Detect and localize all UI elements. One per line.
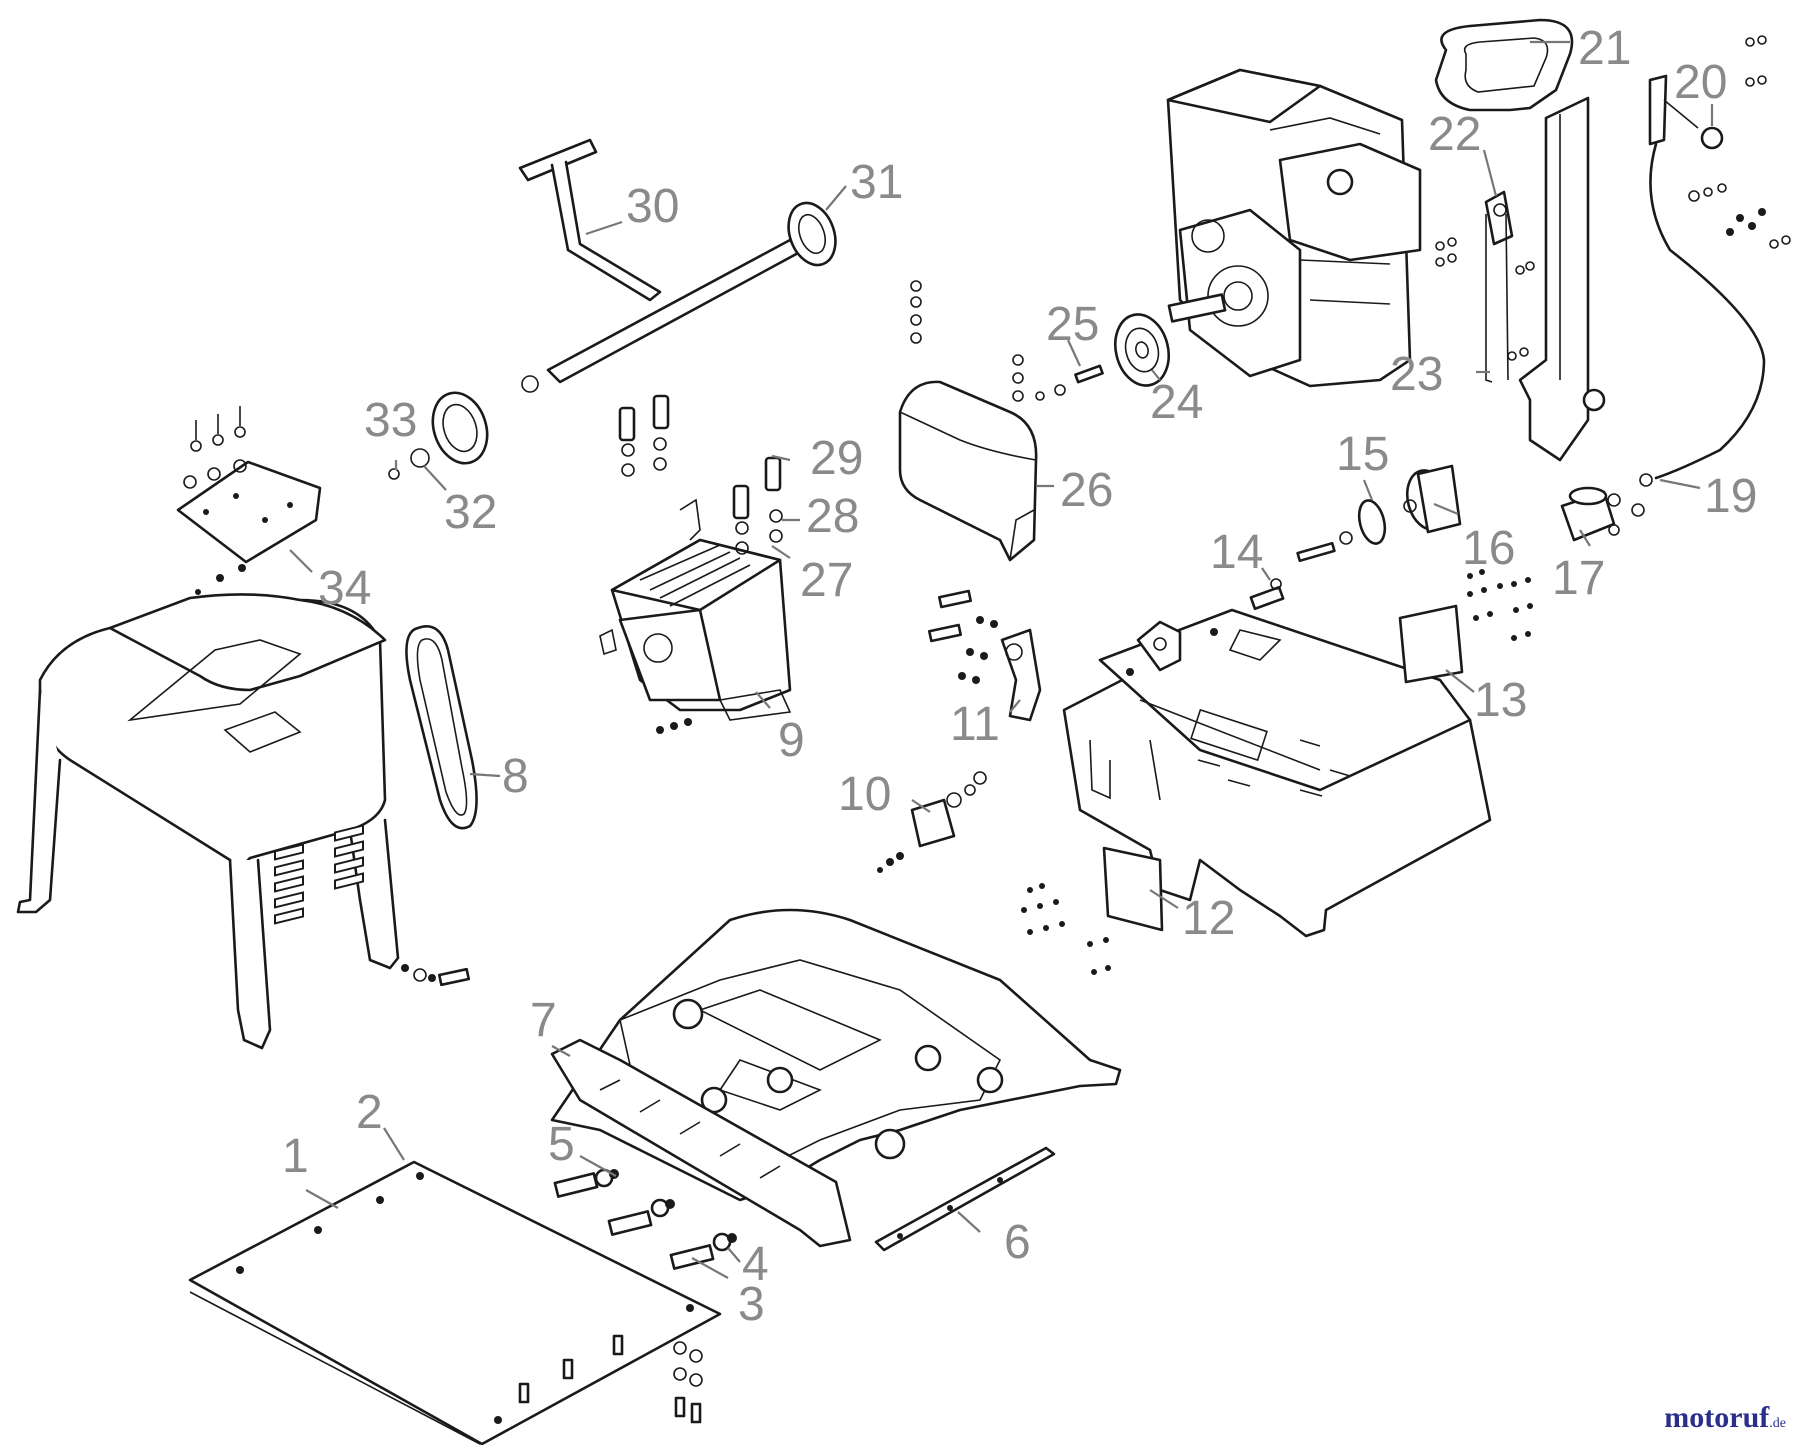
- callout-10: 10: [838, 768, 891, 821]
- callout-1: 1: [282, 1130, 309, 1183]
- part-11-bracket: [927, 589, 1042, 722]
- callout-labels: 1 2 3 4 5 6 7 8 9 10 11 12 13 14 15 16 1…: [282, 22, 1757, 1331]
- hood-bolt-set: [401, 964, 471, 987]
- part-30-transport-handle: [518, 138, 662, 302]
- part-8-v-belt: [405, 625, 478, 830]
- callout-24: 24: [1150, 376, 1203, 429]
- part-16-pulley: [1403, 464, 1462, 534]
- callout-33: 33: [364, 394, 417, 447]
- part-1-screws: [518, 1334, 703, 1424]
- engine-hood: [16, 593, 400, 1050]
- watermark-suffix: .de: [1769, 1416, 1786, 1431]
- callout-23: 23: [1390, 348, 1443, 401]
- callout-21: 21: [1578, 22, 1631, 75]
- part-25-key: [1074, 364, 1104, 384]
- handle-column: [1518, 96, 1606, 462]
- callout-14: 14: [1210, 526, 1263, 579]
- part-10-buffer: [877, 771, 987, 873]
- cable-fasteners: [1688, 183, 1791, 249]
- callout-22: 22: [1428, 108, 1481, 161]
- callout-17: 17: [1552, 552, 1605, 605]
- watermark-brand: motoruf: [1664, 1401, 1770, 1434]
- hood-vents: [274, 824, 364, 925]
- part-21-handle: [1434, 18, 1574, 112]
- leader-lines: [289, 40, 1714, 1279]
- callout-2: 2: [356, 1086, 383, 1139]
- callout-31: 31: [850, 156, 903, 209]
- callout-15: 15: [1336, 428, 1389, 481]
- part-34-plate: [176, 460, 322, 564]
- callout-28: 28: [806, 490, 859, 543]
- callout-29: 29: [810, 432, 863, 485]
- callout-30: 30: [626, 180, 679, 233]
- part-26-fasteners: [910, 280, 1066, 402]
- part-33-pin: [388, 468, 400, 480]
- part-34-screws: [183, 406, 247, 595]
- part-2-plate-line: [189, 1291, 481, 1445]
- part-22-bracket: [1484, 190, 1514, 246]
- callout-6: 6: [1004, 1216, 1031, 1269]
- part-23-throttle-rod: [1435, 213, 1535, 383]
- callout-4: 4: [742, 1238, 769, 1291]
- part-12-plate: [1021, 846, 1164, 975]
- part-9-exciter: [599, 498, 792, 721]
- callout-3: 3: [738, 1278, 765, 1331]
- callout-16: 16: [1462, 522, 1515, 575]
- callout-20: 20: [1674, 56, 1727, 109]
- callout-8: 8: [502, 750, 529, 803]
- callout-34: 34: [318, 562, 371, 615]
- callout-19: 19: [1704, 470, 1757, 523]
- part-1-bottom-plate: [188, 1160, 722, 1445]
- callout-13: 13: [1474, 674, 1527, 727]
- callout-25: 25: [1046, 298, 1099, 351]
- callout-27: 27: [800, 554, 853, 607]
- part-15-washer: [1296, 499, 1387, 563]
- part-17-rubber-mount: [1560, 486, 1645, 542]
- callout-7: 7: [530, 994, 557, 1047]
- part-14-pin: [1249, 578, 1285, 611]
- part-24-pulley: [1114, 313, 1170, 387]
- callout-32: 32: [444, 486, 497, 539]
- part-20-throttle-lever: [1648, 35, 1767, 150]
- callout-12: 12: [1182, 892, 1235, 945]
- callout-26: 26: [1060, 464, 1113, 517]
- brand-watermark: motoruf.de: [1664, 1401, 1786, 1435]
- engine: [1166, 68, 1422, 388]
- callout-11: 11: [950, 698, 1000, 751]
- callout-5: 5: [548, 1118, 575, 1171]
- part-26-belt-guard: [898, 380, 1038, 562]
- part-32-wheel: [410, 391, 489, 468]
- part-13-plate: [1398, 569, 1533, 684]
- part-9-bolts: [618, 394, 783, 734]
- callout-9: 9: [778, 714, 805, 767]
- part-31-axle-wheel: [521, 201, 837, 393]
- main-frame: [1062, 608, 1492, 938]
- part-19-throttle-cable: [1639, 142, 1766, 487]
- part-6-strip: [874, 1146, 1056, 1252]
- part-7-base-frame: [550, 908, 1122, 1248]
